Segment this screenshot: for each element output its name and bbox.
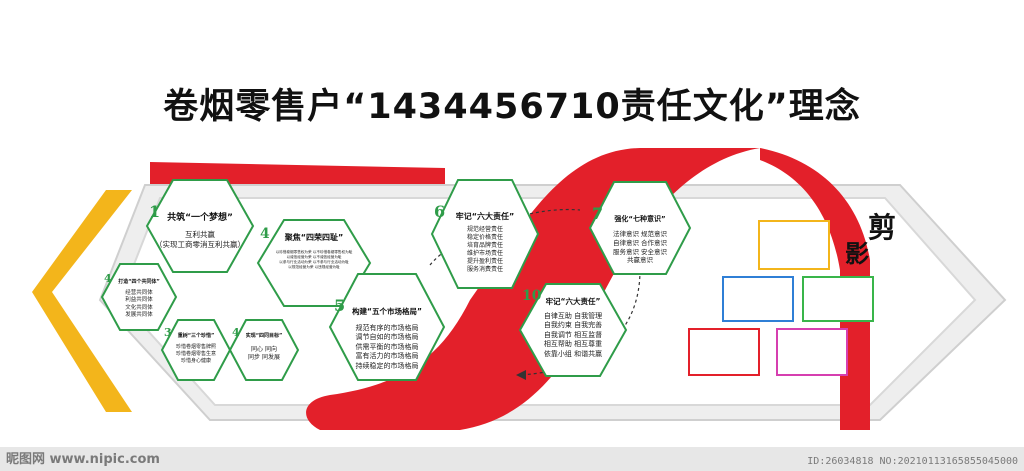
hexagon-seven-awareness: 7 强化“七种意识” 法律意识 规范意识 自律意识 合作意识 服务意识 安全意识… [588, 180, 692, 276]
hex-title: 重树“三个珍惜” [177, 333, 215, 339]
hex-number: 5 [334, 296, 346, 315]
watermark-bar [0, 447, 1024, 471]
hex-title: 实现“四同目标” [245, 333, 283, 339]
watermark-right: ID:26034818 NO:20210113165855045000 [807, 456, 1018, 467]
hex-body: 自律互助 自我管理 自我约束 自我完善 自我调节 相互监督 相互帮助 相互尊重 … [543, 312, 603, 358]
photo-frame-magenta [776, 328, 848, 376]
hex-number: 4 [104, 272, 112, 285]
photo-frame-blue [722, 276, 794, 322]
hex-body: 规范经营责任 稳定价格责任 培育品牌责任 维护市场责任 提升盈利责任 服务消费责… [466, 226, 503, 274]
hexagon-four-goals: 4 实现“四同目标” 同心 同向 同步 同发展 [228, 318, 300, 382]
hexagon-three-cherish: 3 重树“三个珍惜” 珍惜卷烟零售牌照 珍惜卷烟零售生意 珍惜身心健康 [160, 318, 232, 382]
hex-number: 4 [232, 326, 240, 339]
hexagon-six-duties: 6 牢记“六大责任” 规范经营责任 稳定价格责任 培育品牌责任 维护市场责任 提… [430, 178, 540, 290]
hex-number: 7 [592, 204, 604, 223]
hex-title: 牢记“六大责任” [545, 297, 601, 306]
hex-title: 牢记“六大责任” [455, 212, 515, 221]
hex-body: 法律意识 规范意识 自律意识 合作意识 服务意识 安全意识 共赢意识 [612, 230, 668, 265]
hexagon-four-communities: 4 打造“四个共同体” 经营共同体 利益共同体 文化共同体 发展共同体 [100, 262, 178, 332]
hex-title: 打造“四个共同体” [118, 279, 160, 285]
hex-number: 1 [149, 202, 161, 221]
hexagon-five-markets: 5 构建“五个市场格局” 规范有序的市场格局 调节自如的市场格局 供需平衡的市场… [328, 272, 446, 382]
hexagon-ten-duties: 10 牢记“六大责任” 自律互助 自我管理 自我约束 自我完善 自我调节 相互监… [518, 282, 628, 378]
hex-body: 规范有序的市场格局 调节自如的市场格局 供需平衡的市场格局 富有活力的市场格局 … [355, 324, 419, 370]
hexagon-one-dream: 1 共筑“一个梦想” 互利共赢 （实现工商零消互利共赢） [145, 178, 255, 274]
yellow-chevron [32, 190, 132, 412]
photo-frame-yellow [758, 220, 830, 270]
calligraphy-char-2: 影 [845, 239, 869, 268]
hex-number: 4 [260, 226, 270, 242]
hex-body: 珍惜卷烟零售牌照 珍惜卷烟零售生意 珍惜身心健康 [175, 344, 216, 364]
photo-frame-red [688, 328, 760, 376]
hex-body: 经营共同体 利益共同体 文化共同体 发展共同体 [125, 290, 153, 319]
hex-number: 3 [164, 326, 172, 339]
hex-body: 互利共赢 （实现工商零消互利共赢） [155, 230, 245, 250]
hex-title: 共筑“一个梦想” [167, 213, 233, 223]
hex-title: 聚焦“四荣四耻” [284, 233, 344, 242]
hex-title: 构建“五个市场格局” [352, 307, 422, 316]
calligraphy-char-1: 剪 [868, 211, 897, 244]
watermark-left: 昵图网 www.nipic.com [6, 452, 160, 467]
hex-title: 强化“七种意识” [614, 215, 666, 223]
hex-body: 以珍惜卷烟零售权为荣 以不珍惜卷烟零售权为耻 以诚信经营为荣 以不诚信经营为耻 … [275, 250, 353, 269]
hex-number: 10 [522, 288, 542, 304]
arrow-head [516, 370, 526, 380]
hex-body: 同心 同向 同步 同发展 [248, 346, 280, 362]
page-title: 卷烟零售户“1434456710责任文化”理念 [163, 87, 861, 127]
photo-frame-green [802, 276, 874, 322]
hex-number: 6 [434, 202, 446, 221]
